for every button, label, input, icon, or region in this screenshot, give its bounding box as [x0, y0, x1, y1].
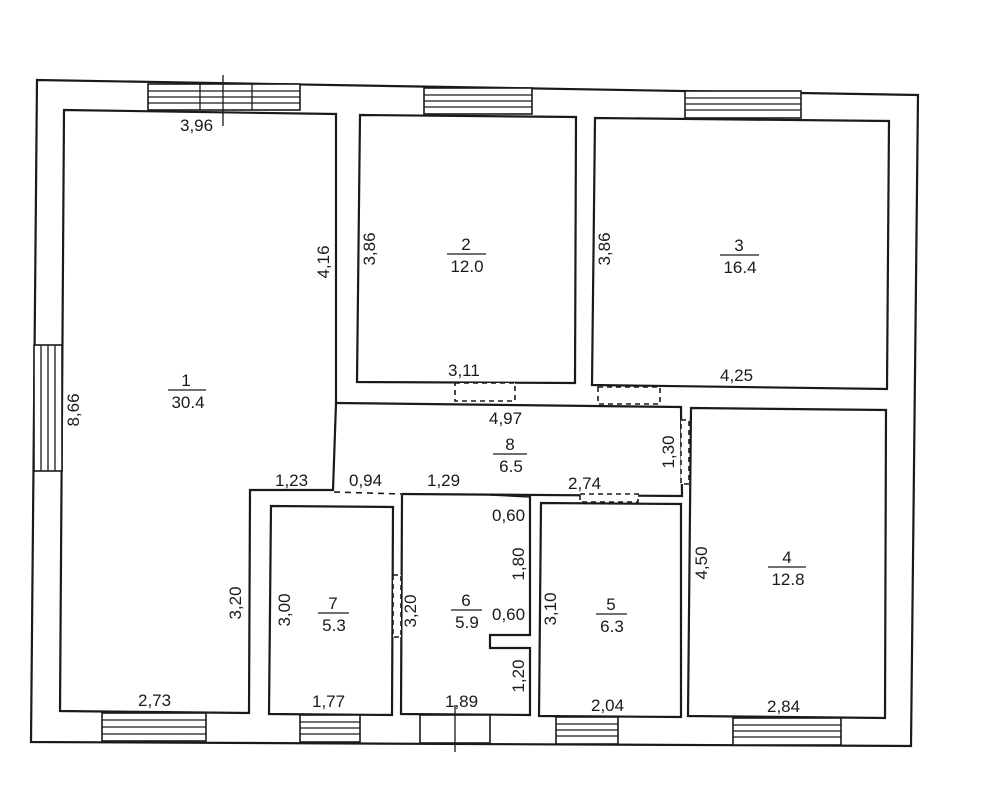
dim-r1-step: 1,23	[275, 471, 308, 490]
window-bottom-1	[101, 712, 207, 742]
room-3-label: 3 16.4	[720, 236, 759, 277]
room-3-outline	[590, 116, 891, 391]
door-room3	[597, 386, 661, 405]
dim-hall-right: 1,30	[659, 435, 678, 468]
room-4-number: 4	[782, 548, 791, 567]
door-room7	[392, 574, 402, 638]
room-6-label: 6 5.9	[451, 591, 482, 632]
dim-r1-bottom: 2,73	[138, 691, 171, 710]
room-7-area: 5.3	[322, 616, 346, 635]
dim-r4-left: 4,50	[692, 546, 711, 579]
room-6-number: 6	[461, 591, 470, 610]
room-6-outline	[399, 494, 532, 717]
room-2-number: 2	[461, 235, 470, 254]
dim-r3-left: 3,86	[595, 232, 614, 265]
door-room4	[680, 419, 690, 485]
opening-room1-hall	[332, 403, 337, 491]
dim-r1-top: 3,96	[180, 116, 213, 135]
room-5-area: 6.3	[600, 617, 624, 636]
dim-r6-wall-upper: 1,80	[509, 547, 528, 580]
dim-r1-left: 8,66	[64, 393, 83, 426]
door-room5	[579, 493, 639, 503]
dim-r5-left: 3,10	[541, 592, 560, 625]
dim-hall-seg-a: 0,94	[349, 471, 382, 490]
window-bottom-4	[732, 717, 842, 746]
room-5-label: 5 6.3	[596, 595, 627, 636]
dim-r6-bottom: 1,89	[445, 692, 478, 711]
window-bottom-2	[299, 714, 361, 743]
room-8-label: 8 6.5	[493, 435, 527, 476]
room-7-label: 7 5.3	[318, 594, 349, 635]
room-2-outline	[355, 113, 578, 385]
window-top-1	[147, 75, 301, 126]
dim-hall-seg-c: 2,74	[568, 474, 601, 493]
window-top-2	[423, 87, 533, 115]
window-bottom-3	[555, 716, 619, 745]
room-6-area: 5.9	[455, 613, 479, 632]
room-4-label: 4 12.8	[768, 548, 806, 589]
window-left	[33, 344, 63, 472]
dim-hall-top: 4,97	[489, 409, 522, 428]
room-1-outline	[58, 108, 338, 715]
opening-hall-lower	[333, 491, 403, 495]
dim-r5-bottom: 2,04	[591, 696, 624, 715]
dim-r6-wall-lower: 1,20	[509, 659, 528, 692]
room-7-outline	[267, 504, 395, 717]
dim-r6-wall-top: 0,60	[492, 506, 525, 525]
room-2-label: 2 12.0	[447, 235, 486, 276]
room-3-area: 16.4	[723, 258, 756, 277]
room-8-number: 8	[505, 435, 514, 454]
room-1-label: 1 30.4	[168, 371, 206, 412]
room-7-number: 7	[328, 594, 337, 613]
dim-r7-bottom: 1,77	[312, 692, 345, 711]
room-4-area: 12.8	[771, 570, 804, 589]
room-3-number: 3	[734, 236, 743, 255]
entrance-door	[419, 705, 491, 752]
door-room2	[454, 382, 516, 402]
dim-hall-seg-b: 1,29	[427, 471, 460, 490]
dim-r3-bottom: 4,25	[720, 366, 753, 385]
room-2-area: 12.0	[450, 257, 483, 276]
hall-partition	[489, 494, 531, 498]
window-top-3	[684, 90, 802, 119]
dim-r6-left: 3,20	[401, 594, 420, 627]
exterior-wall-outer	[29, 78, 920, 748]
room-5-number: 5	[606, 595, 615, 614]
room-8-area: 6.5	[499, 457, 523, 476]
room-1-area: 30.4	[171, 393, 204, 412]
dim-r2-left: 3,86	[360, 232, 379, 265]
room-1-number: 1	[181, 371, 190, 390]
dim-r6-wall-gap: 0,60	[492, 605, 525, 624]
dim-r4-bottom: 2,84	[767, 697, 800, 716]
dim-r2-bottom: 3,11	[448, 361, 480, 380]
room-5-outline	[537, 501, 683, 719]
room-4-outline	[686, 406, 888, 720]
dim-r1-right-upper: 4,16	[314, 245, 333, 278]
dim-r1-right-lower: 3,20	[226, 586, 245, 619]
dim-r7-left: 3,00	[275, 593, 294, 626]
